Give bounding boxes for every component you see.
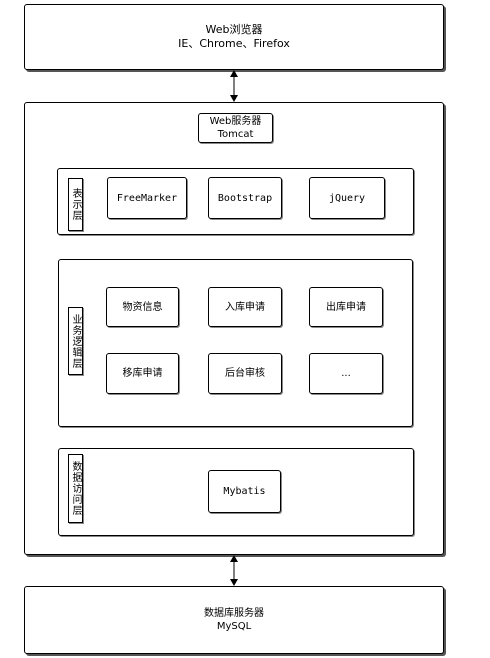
browser-title: Web浏览器	[205, 23, 263, 36]
presentation-layer-label: 表示层	[68, 178, 83, 231]
db-server-subtitle: MySQL	[216, 621, 252, 632]
outbound-request-box: 出库申请	[309, 287, 383, 327]
transfer-request-box: 移库申请	[106, 353, 179, 394]
database-server-box: 数据库服务器 MySQL	[24, 586, 444, 654]
server-db-arrow	[230, 555, 238, 586]
web-server-title-box: Web服务器 Tomcat	[198, 113, 273, 143]
db-server-title: 数据库服务器	[204, 608, 264, 619]
browser-box: Web浏览器 IE、Chrome、Firefox	[24, 4, 444, 70]
web-server-subtitle: Tomcat	[217, 129, 254, 140]
business-layer	[58, 259, 413, 427]
data-access-layer-label: 数据访问层	[68, 454, 83, 523]
more-items-box: ...	[309, 353, 383, 394]
mybatis-box: Mybatis	[208, 470, 281, 513]
browser-server-arrow	[230, 70, 238, 102]
bootstrap-box: Bootstrap	[208, 177, 282, 219]
browser-subtitle: IE、Chrome、Firefox	[178, 37, 290, 50]
backend-review-box: 后台审核	[208, 353, 282, 394]
inbound-request-box: 入库申请	[208, 287, 282, 327]
web-server-title: Web服务器	[209, 116, 262, 127]
freemarker-box: FreeMarker	[107, 177, 187, 219]
material-info-box: 物资信息	[106, 287, 179, 327]
jquery-box: jQuery	[309, 177, 385, 219]
business-layer-label: 业务逻辑层	[68, 307, 83, 375]
